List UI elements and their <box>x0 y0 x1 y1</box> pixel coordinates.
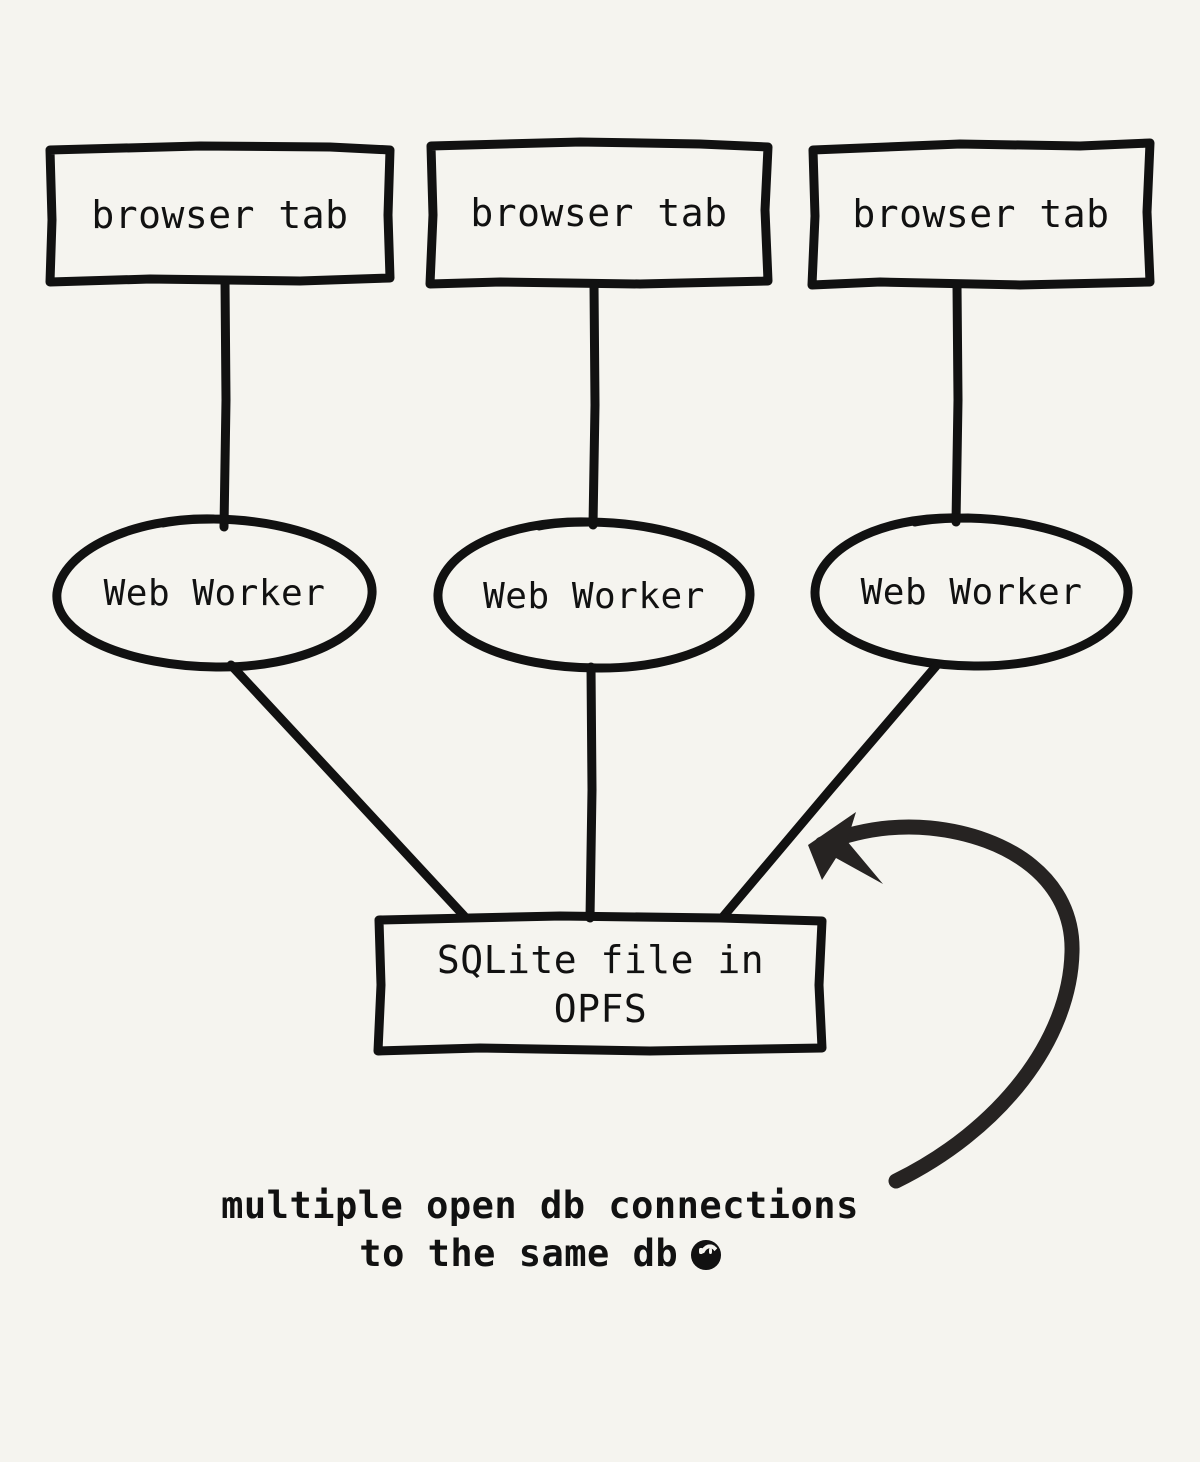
sqlite-store-box <box>373 911 827 1056</box>
annotation-caption-line-2: to the same db <box>359 1232 679 1276</box>
browser-tab-box-2 <box>425 137 773 289</box>
web-worker-ellipse-2 <box>433 517 755 673</box>
annotation-caption: multiple open db connections to the same… <box>120 1182 960 1278</box>
browser-tab-box-3 <box>807 138 1155 290</box>
connector-worker2-store <box>585 662 597 923</box>
annotation-arrow-head <box>808 812 883 884</box>
connector-worker1-store <box>226 660 471 923</box>
frowning-face-icon <box>691 1240 722 1270</box>
annotation-arrow-shaft <box>814 819 1080 1189</box>
web-worker-ellipse-3 <box>810 513 1133 671</box>
browser-tab-box-1 <box>45 141 395 287</box>
annotation-arrow <box>814 819 1080 1189</box>
web-worker-ellipse-1 <box>52 514 377 672</box>
connector-tab2-worker2 <box>588 279 600 530</box>
connector-worker3-store <box>717 660 942 923</box>
connector-tab1-worker1 <box>219 276 231 532</box>
annotation-caption-line-1: multiple open db connections <box>221 1184 859 1227</box>
connector-tab3-worker3 <box>951 280 963 527</box>
